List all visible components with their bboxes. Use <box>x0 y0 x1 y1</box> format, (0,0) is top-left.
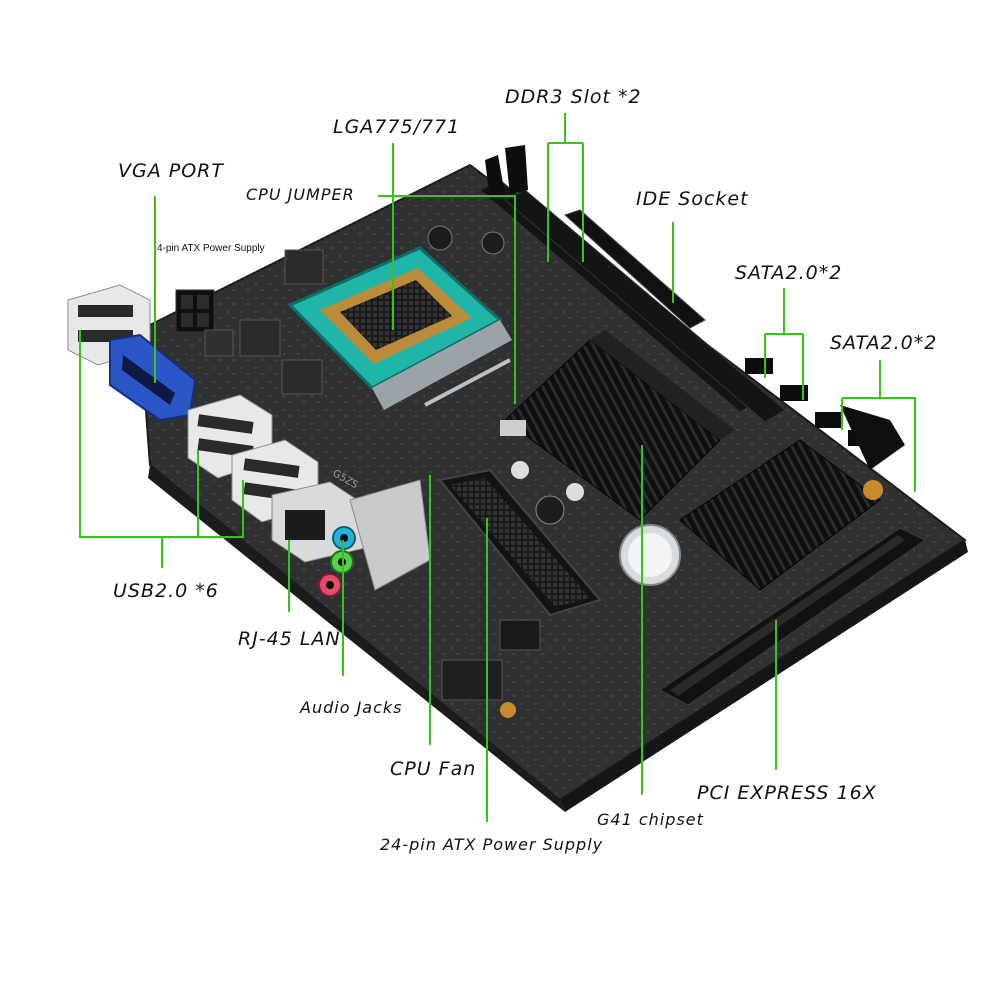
label-pcie-16x: PCI EXPRESS 16X <box>697 782 877 804</box>
label-sata-group-b: SATA2.0*2 <box>830 332 938 354</box>
label-g41-chipset: G41 chipset <box>597 810 704 829</box>
label-cpu-jumper: CPU JUMPER <box>246 185 355 204</box>
leader-sata-b-a <box>842 360 881 399</box>
ide-socket <box>564 209 706 329</box>
audio-jacks <box>318 479 431 597</box>
leader-lines <box>79 113 916 822</box>
leader-sata-b-b <box>842 397 916 492</box>
sata-ports <box>745 358 905 470</box>
label-ddr3-slots: DDR3 Slot *2 <box>505 86 642 108</box>
rear-io-panel <box>67 284 431 597</box>
cpu-socket <box>287 246 512 410</box>
label-atx-24pin: 24-pin ATX Power Supply <box>380 835 604 854</box>
vrm-components <box>204 225 584 525</box>
leader-cpu-jumper <box>378 195 516 404</box>
label-usb: USB2.0 *6 <box>113 580 219 602</box>
label-sata-group-a: SATA2.0*2 <box>735 262 843 284</box>
chipset-heatsink <box>504 330 881 591</box>
label-lga-socket: LGA775/771 <box>333 116 461 138</box>
board-details: G5ZS <box>331 420 883 718</box>
label-audio-jacks: Audio Jacks <box>300 698 403 717</box>
atx-24pin-connector <box>438 468 602 617</box>
atx-4pin-connector <box>175 289 215 333</box>
label-rj45-lan: RJ-45 LAN <box>238 628 341 650</box>
cmos-battery <box>619 524 681 586</box>
label-ide-socket: IDE Socket <box>636 188 749 210</box>
label-vga-port: VGA PORT <box>118 160 224 182</box>
label-cpu-fan: CPU Fan <box>390 758 477 780</box>
label-atx-4pin: 4-pin ATX Power Supply <box>157 243 265 254</box>
pcie-x16-slot <box>659 527 926 706</box>
ddr3-slots <box>479 145 786 423</box>
